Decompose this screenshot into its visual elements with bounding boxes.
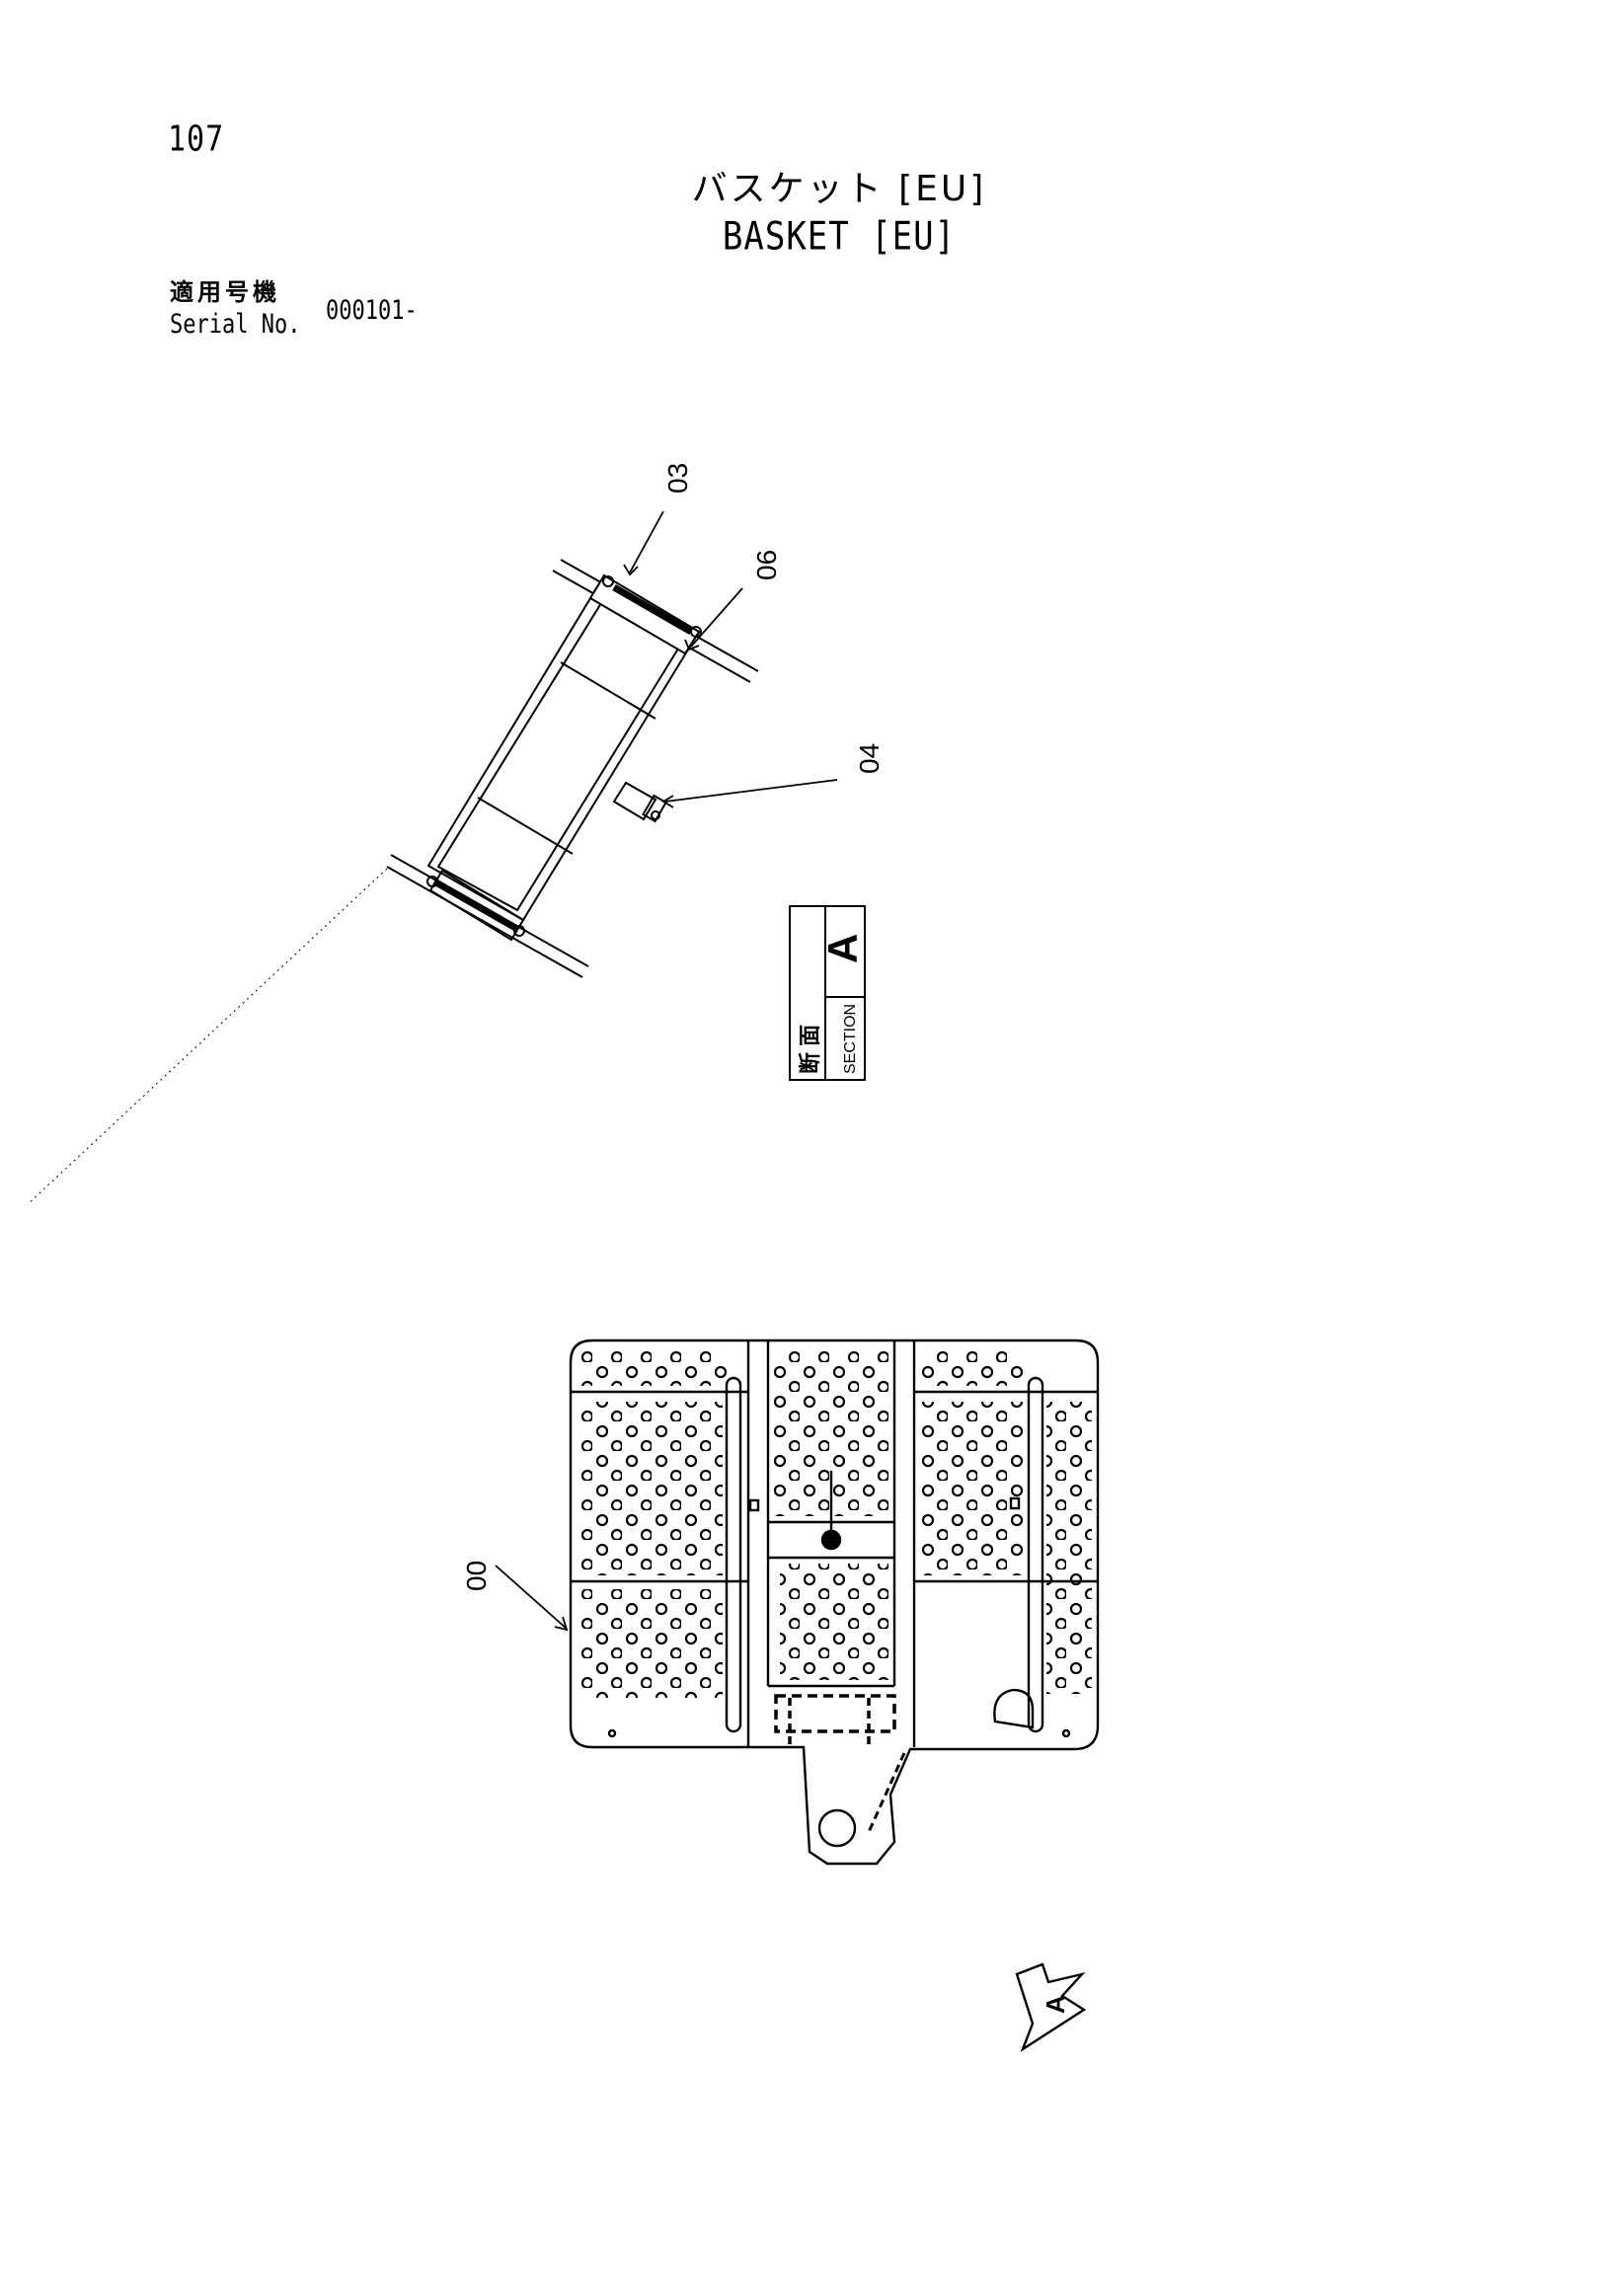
view-arrow-a — [1015, 1962, 1087, 2053]
section-a-letter: A — [819, 934, 866, 963]
section-a-label — [789, 905, 866, 1081]
plan-view-leader — [495, 1565, 569, 1632]
serial-label-block: 適用号機 Serial No. — [170, 276, 300, 340]
serial-number-value: 000101- — [326, 296, 418, 326]
section-a-leaders — [623, 510, 838, 808]
title-english: BASKET [EU] — [722, 214, 957, 260]
callout-04: 04 — [854, 743, 885, 774]
callout-06: 06 — [751, 550, 782, 580]
callout-03: 03 — [662, 463, 693, 494]
section-a-japanese: 断 面 — [798, 1025, 822, 1074]
page-number: 107 — [168, 118, 225, 160]
section-a-english: SECTION — [842, 1004, 859, 1074]
serial-label-japanese: 適用号機 — [170, 278, 280, 306]
title-japanese: バスケット [EU] — [691, 169, 987, 209]
basket-plan-view — [569, 1339, 1100, 1866]
callout-00: 00 — [461, 1561, 492, 1591]
serial-label-english: Serial No. — [170, 310, 301, 341]
title-block: バスケット [EU] BASKET [EU] — [592, 166, 1086, 261]
view-arrow-letter: A — [1041, 1995, 1070, 2014]
section-a-side-view — [27, 559, 759, 1205]
